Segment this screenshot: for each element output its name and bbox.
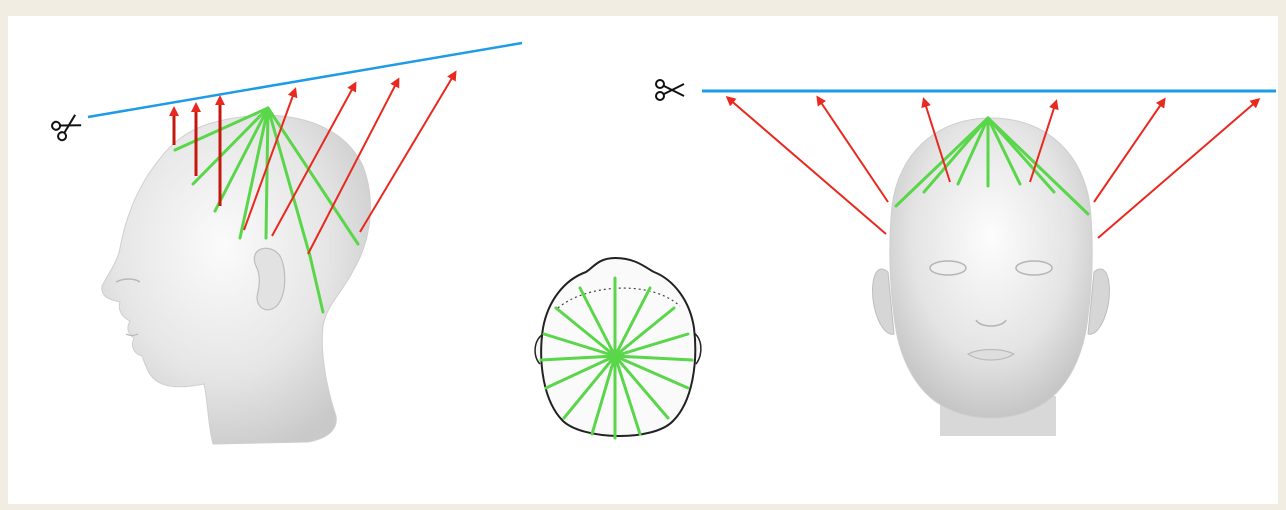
elevation-arrow xyxy=(1093,97,1166,203)
front-view-head xyxy=(872,117,1110,436)
section-line xyxy=(922,116,990,194)
scissors-icon xyxy=(655,79,685,101)
side-vertical-arrows xyxy=(169,95,225,206)
side-cut-line xyxy=(87,41,523,119)
section-line xyxy=(613,306,676,358)
section-line xyxy=(562,354,617,420)
top-section-lines xyxy=(539,276,694,440)
section-line xyxy=(554,306,617,358)
haircut-diagram xyxy=(51,41,1276,445)
top-hairline xyxy=(557,287,681,309)
side-head-silhouette xyxy=(101,114,371,445)
section-line xyxy=(613,354,690,390)
section-line xyxy=(539,354,617,362)
front-ear-left xyxy=(872,268,895,335)
elevation-arrow xyxy=(307,77,400,255)
section-line xyxy=(238,106,270,240)
front-nose xyxy=(975,319,1007,327)
section-line xyxy=(613,332,690,358)
section-line xyxy=(578,286,617,358)
side-ear xyxy=(253,247,286,311)
section-line xyxy=(264,106,270,240)
front-lips xyxy=(966,348,1016,361)
front-elevation-arrows xyxy=(725,95,1261,239)
section-line xyxy=(613,354,694,362)
section-line xyxy=(308,254,325,314)
diagram-panel xyxy=(8,16,1278,504)
elevation-arrow xyxy=(725,96,887,235)
scissors-icon xyxy=(51,114,82,142)
section-line xyxy=(191,106,270,186)
front-ear-right xyxy=(1087,268,1110,335)
section-line xyxy=(613,354,670,420)
side-elevation-arrows xyxy=(243,70,457,255)
elevation-arrow xyxy=(359,70,457,233)
side-section-lines xyxy=(173,106,360,314)
elevation-arrow xyxy=(271,81,357,237)
side-eye xyxy=(115,278,141,283)
top-center-point xyxy=(611,352,619,360)
elevation-arrow xyxy=(816,95,889,203)
section-line xyxy=(894,116,990,208)
front-section-lines xyxy=(894,116,1090,216)
section-line xyxy=(613,286,652,358)
section-line xyxy=(266,106,312,258)
elevation-arrow xyxy=(921,97,951,183)
elevation-arrow xyxy=(1097,98,1261,239)
section-line xyxy=(986,116,1090,216)
elevation-arrow xyxy=(243,87,298,231)
section-line xyxy=(956,116,990,186)
front-eye-right xyxy=(1015,260,1053,276)
section-line xyxy=(266,106,360,246)
section-line xyxy=(544,354,617,390)
section-line xyxy=(213,106,270,213)
elevation-arrow xyxy=(1029,99,1059,183)
section-line xyxy=(590,354,617,436)
front-eye-left xyxy=(929,260,967,276)
section-line xyxy=(542,332,617,358)
side-lips xyxy=(125,333,139,337)
front-head-silhouette xyxy=(889,117,1093,419)
side-view-head xyxy=(101,114,371,445)
section-line xyxy=(613,354,642,436)
section-line xyxy=(986,116,1022,186)
